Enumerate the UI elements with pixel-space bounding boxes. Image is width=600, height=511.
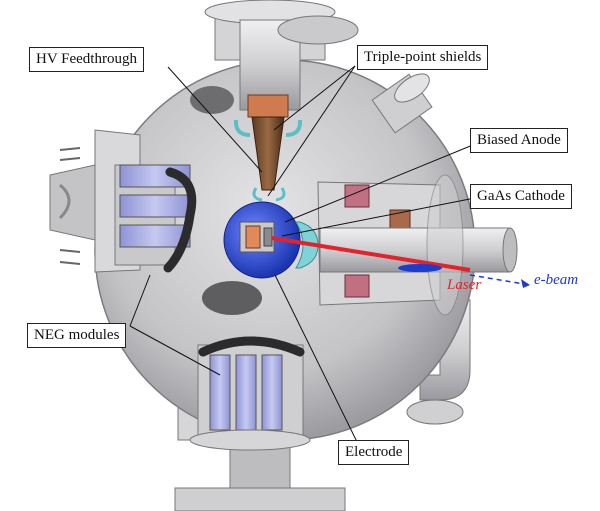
leader-lines: [129, 65, 486, 449]
left-neg-module: [49, 129, 197, 273]
electrode-label: Electrode: [338, 440, 410, 465]
hv-feedthrough: [247, 94, 289, 191]
upper-right-port: [371, 73, 433, 134]
e-beam-path: [469, 274, 531, 286]
right-beamline: [295, 174, 518, 316]
neg-modules-label: NEG modules: [27, 323, 127, 348]
port-opening-center: [202, 281, 262, 315]
laser-label: Laser: [447, 277, 482, 293]
port-opening-top: [190, 86, 234, 114]
top-port: [204, 0, 359, 111]
electron-bunch: [398, 264, 442, 272]
biased-anode-label: Biased Anode: [470, 128, 568, 153]
triple-point-shields-label: Triple-point shields: [357, 45, 489, 70]
e-beam-arrow: [521, 279, 530, 288]
gaas-cathode-label: GaAs Cathode: [470, 184, 572, 209]
e-beam-label: e-beam: [534, 272, 579, 288]
hv-feedthrough-label: HV Feedthrough: [29, 47, 144, 72]
laser-beam: [271, 236, 471, 272]
triple-point-shields: [233, 119, 303, 202]
bottom-neg-module: [189, 336, 311, 451]
